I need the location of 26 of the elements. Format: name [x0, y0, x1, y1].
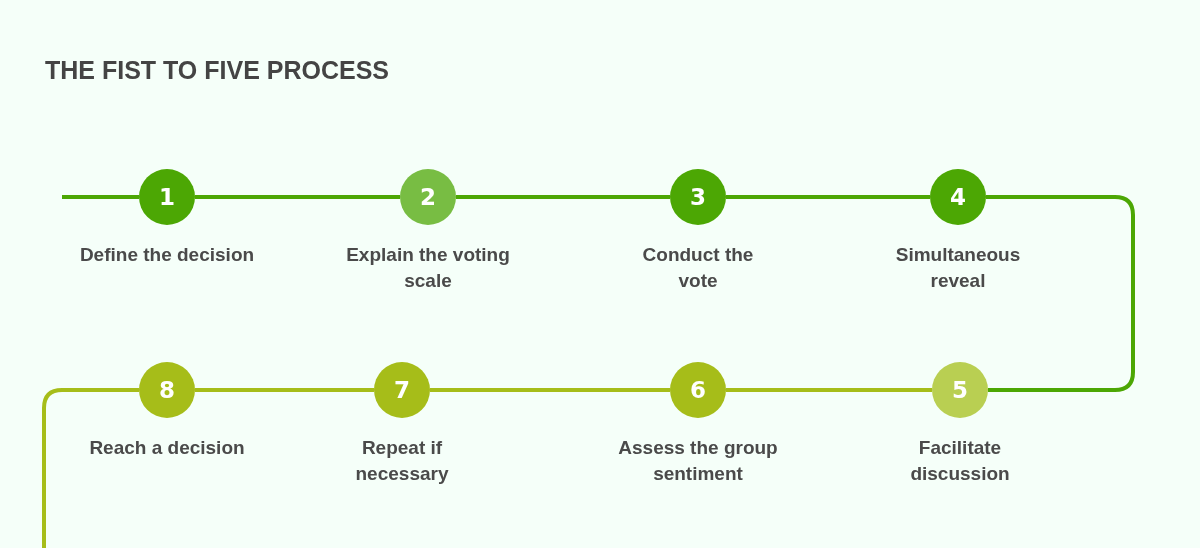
connector-line [456, 195, 670, 199]
connector-line [986, 195, 1135, 392]
connector-line [726, 195, 930, 199]
step-label: Repeat if necessary [354, 436, 450, 486]
step-circle: 8 [139, 362, 195, 418]
step-circle: 2 [400, 169, 456, 225]
step-label: Define the decision [78, 243, 256, 267]
connector-line [195, 195, 400, 199]
step-label: Simultaneous reveal [894, 243, 1022, 293]
step-label: Assess the group sentiment [617, 436, 779, 486]
step-circle: 7 [374, 362, 430, 418]
connector-line [42, 388, 139, 548]
connector-line [62, 195, 139, 199]
connector-line [195, 388, 374, 392]
step-circle: 5 [932, 362, 988, 418]
step-label: Conduct the vote [641, 243, 755, 293]
step-label: Explain the voting scale [345, 243, 511, 293]
connector-line [726, 388, 932, 392]
step-label: Facilitate discussion [909, 436, 1011, 486]
step-circle: 1 [139, 169, 195, 225]
step-circle: 4 [930, 169, 986, 225]
connector-line [430, 388, 670, 392]
step-label: Reach a decision [88, 436, 246, 460]
step-circle: 3 [670, 169, 726, 225]
diagram-title: THE FIST TO FIVE PROCESS [45, 56, 390, 85]
step-circle: 6 [670, 362, 726, 418]
